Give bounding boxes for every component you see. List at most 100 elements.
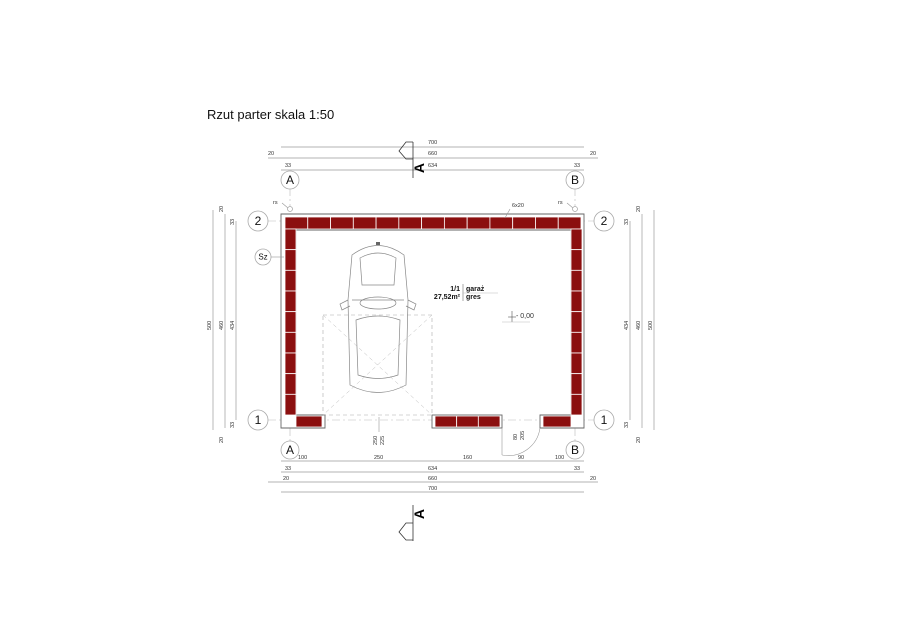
dim-660: 660 (428, 151, 437, 157)
brick (456, 415, 479, 428)
svg-text:225: 225 (380, 436, 386, 445)
svg-text:2: 2 (601, 214, 608, 228)
svg-text:90: 90 (518, 455, 524, 461)
axis-bubble-2-right: 2 (593, 210, 615, 232)
svg-text:- 0,00: - 0,00 (516, 313, 534, 320)
brick (466, 216, 491, 230)
svg-text:33: 33 (285, 466, 291, 472)
svg-text:500: 500 (207, 321, 213, 330)
brick (434, 415, 458, 428)
svg-text:634: 634 (428, 466, 437, 472)
svg-text:20: 20 (590, 476, 596, 482)
brick (570, 269, 583, 292)
brick (570, 290, 583, 313)
svg-text:B: B (571, 443, 579, 457)
svg-text:Sz: Sz (258, 253, 267, 262)
section-marker-bottom: A (398, 505, 427, 541)
svg-text:20: 20 (590, 151, 596, 157)
svg-text:80: 80 (513, 434, 519, 440)
brick (535, 216, 559, 230)
brick (295, 415, 323, 428)
brick (375, 216, 400, 230)
svg-text:1: 1 (255, 413, 262, 427)
brick (570, 311, 583, 333)
brick (512, 216, 536, 230)
brick (284, 290, 297, 313)
brick (284, 311, 297, 333)
svg-text:660: 660 (428, 476, 437, 482)
svg-text:20: 20 (219, 206, 225, 212)
axis-bubble-1-left: 1 (247, 409, 269, 431)
svg-text:500: 500 (648, 321, 654, 330)
svg-text:33: 33 (574, 163, 580, 169)
axis-bubble-b-top: B (565, 170, 585, 190)
svg-text:gres: gres (466, 294, 481, 301)
rs-markers: rs rs (273, 200, 578, 212)
brick (477, 415, 501, 428)
svg-text:20: 20 (219, 437, 225, 443)
parking-space (322, 314, 433, 416)
brick (421, 216, 445, 230)
section-marker-top: A (398, 141, 427, 178)
brick (557, 216, 582, 230)
axis-bubble-b-bottom: B (565, 440, 585, 460)
brick (570, 331, 583, 354)
dim-700: 700 (428, 140, 437, 146)
brick (284, 269, 297, 292)
brick (284, 373, 297, 395)
svg-text:20: 20 (636, 437, 642, 443)
svg-text:33: 33 (574, 466, 580, 472)
brick (398, 216, 423, 230)
door (501, 427, 541, 456)
left-dimensions: 500 460 434 20 33 33 20 (207, 206, 237, 443)
axis-bubble-a-bottom: A (280, 440, 300, 460)
walls (280, 213, 585, 429)
brick-infill (284, 216, 583, 428)
svg-text:250: 250 (374, 455, 383, 461)
dim-634: 634 (428, 163, 437, 169)
axis-bubble-a-top: A (280, 170, 300, 190)
svg-text:160: 160 (463, 455, 472, 461)
axis-bubble-1-right: 1 (593, 409, 615, 431)
svg-text:rs: rs (273, 200, 278, 206)
brick (570, 352, 583, 375)
brick (284, 249, 297, 271)
brick (284, 228, 297, 251)
brick (307, 216, 331, 230)
svg-text:460: 460 (636, 321, 642, 330)
brick (570, 373, 583, 395)
svg-text:33: 33 (624, 219, 630, 225)
svg-text:B: B (571, 173, 579, 187)
brick (284, 331, 297, 354)
brick (570, 249, 583, 271)
svg-text:20: 20 (636, 206, 642, 212)
svg-text:33: 33 (285, 163, 291, 169)
svg-text:434: 434 (230, 321, 236, 330)
level-mark: - 0,00 (502, 311, 534, 323)
svg-text:20: 20 (268, 151, 274, 157)
svg-text:33: 33 (624, 422, 630, 428)
top-dimensions: 700 660 634 20 20 33 33 (268, 140, 598, 171)
svg-text:garaż: garaż (466, 286, 485, 293)
wall-tag-sz: Sz (254, 248, 284, 266)
svg-text:460: 460 (219, 321, 225, 330)
brick (284, 352, 297, 375)
svg-text:A: A (411, 509, 427, 519)
brick (570, 393, 583, 416)
svg-text:1: 1 (601, 413, 608, 427)
brick (443, 216, 468, 230)
svg-text:434: 434 (624, 321, 630, 330)
svg-text:33: 33 (230, 219, 236, 225)
right-dimensions: 434 460 500 20 33 33 20 (624, 206, 655, 443)
svg-text:1/1: 1/1 (450, 286, 460, 293)
svg-text:250: 250 (373, 436, 379, 445)
svg-text:100: 100 (555, 455, 564, 461)
brick (352, 216, 377, 230)
brick-label: 6x20 (512, 203, 524, 209)
brick (330, 216, 354, 230)
bottom-dimensions: 100 250 160 90 100 634 33 33 660 20 20 7… (268, 455, 598, 493)
svg-text:20: 20 (283, 476, 289, 482)
svg-text:205: 205 (520, 431, 526, 440)
axis-bubble-2-left: 2 (247, 210, 269, 232)
